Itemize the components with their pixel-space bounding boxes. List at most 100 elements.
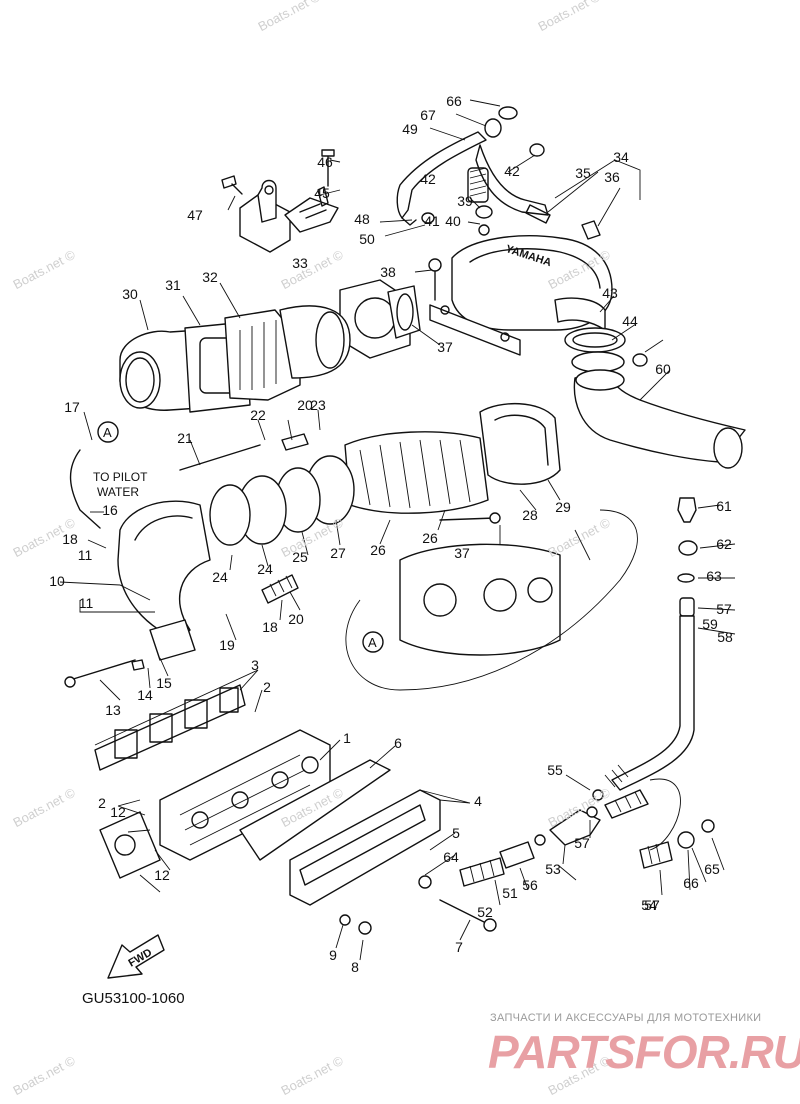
- part-callout-59: 59: [702, 616, 718, 632]
- part-callout-26: 26: [422, 530, 438, 546]
- part-callout-17: 17: [64, 399, 80, 415]
- upper-muffler: YAMAHA: [429, 235, 613, 356]
- part-callout-40: 40: [445, 213, 461, 229]
- top-hose-group: [396, 106, 601, 240]
- part-callout-61: 61: [716, 498, 732, 514]
- part-callout-20: 20: [297, 397, 313, 413]
- gasket-set-upper: [339, 279, 421, 359]
- part-callout-18: 18: [262, 619, 278, 635]
- part-callout-38: 38: [380, 264, 396, 280]
- part-callout-63: 63: [706, 568, 722, 584]
- part-callout-2: 2: [263, 679, 271, 695]
- part-callout-31: 31: [165, 277, 181, 293]
- part-callout-50: 50: [359, 231, 375, 247]
- part-callout-57: 57: [644, 897, 660, 913]
- part-callout-26: 26: [370, 542, 386, 558]
- part-callout-4: 4: [474, 793, 482, 809]
- part-callout-13: 13: [105, 702, 121, 718]
- part-callout-42: 42: [504, 163, 520, 179]
- part-callout-37: 37: [437, 339, 453, 355]
- part-callout-56: 56: [522, 877, 538, 893]
- part-callout-19: 19: [219, 637, 235, 653]
- exhaust-manifold: [94, 684, 441, 906]
- part-callout-46: 46: [317, 154, 333, 170]
- part-callout-45: 45: [314, 185, 330, 201]
- part-callout-34: 34: [613, 149, 629, 165]
- part-callout-42: 42: [420, 171, 436, 187]
- part-callout-20: 20: [288, 611, 304, 627]
- mount-bracket: [221, 149, 339, 253]
- part-callout-6: 6: [394, 735, 402, 751]
- connector-a-marker-2: [362, 631, 384, 653]
- part-callout-24: 24: [212, 569, 228, 585]
- part-callout-28: 28: [522, 507, 538, 523]
- part-callout-37: 37: [454, 545, 470, 561]
- connector-a-marker-1: [97, 421, 119, 443]
- part-callout-29: 29: [555, 499, 571, 515]
- part-callout-5: 5: [452, 825, 460, 841]
- leader-lines: [59, 99, 736, 961]
- part-callout-44: 44: [622, 313, 638, 329]
- part-callout-11: 11: [79, 595, 94, 611]
- part-callout-23: 23: [310, 397, 326, 413]
- part-callout-57: 57: [574, 835, 590, 851]
- part-callout-12: 12: [154, 867, 170, 883]
- connector-a-label-1: A: [103, 425, 112, 440]
- connector-markers: A A: [97, 421, 384, 653]
- part-callout-14: 14: [137, 687, 153, 703]
- part-callout-58: 58: [717, 629, 733, 645]
- callout-labels: 1223456789101111121213141516171818192020…: [49, 93, 733, 975]
- pilot-water-note: TO PILOT WATER: [93, 470, 147, 500]
- forward-arrow: FWD: [107, 934, 165, 979]
- part-callout-53: 53: [545, 861, 561, 877]
- part-callout-55: 55: [547, 762, 563, 778]
- part-callout-64: 64: [443, 849, 459, 865]
- part-callout-51: 51: [502, 885, 518, 901]
- pilot-water-line1: TO PILOT: [93, 470, 148, 484]
- part-callout-9: 9: [329, 947, 337, 963]
- part-callout-1: 1: [343, 730, 351, 746]
- part-callout-21: 21: [177, 430, 193, 446]
- brand-logo: PARTSFOR.RU: [488, 1026, 800, 1078]
- pilot-water-line2: WATER: [97, 485, 139, 499]
- part-callout-30: 30: [122, 286, 138, 302]
- exhaust-chamber-middle: [69, 403, 561, 661]
- part-callout-39: 39: [457, 193, 473, 209]
- part-callout-60: 60: [655, 361, 671, 377]
- part-callout-41: 41: [424, 213, 440, 229]
- part-callout-66: 66: [446, 93, 462, 109]
- part-callout-54: 54: [641, 897, 657, 913]
- part-callout-7: 7: [455, 939, 463, 955]
- part-callout-36: 36: [604, 169, 620, 185]
- part-callout-48: 48: [354, 211, 370, 227]
- part-callout-11: 11: [78, 547, 93, 563]
- part-callout-18: 18: [62, 531, 78, 547]
- part-callout-3: 3: [251, 657, 259, 673]
- part-callout-2: 2: [98, 795, 106, 811]
- part-callout-43: 43: [602, 285, 618, 301]
- bolts: [64, 258, 501, 935]
- part-callout-25: 25: [292, 549, 308, 565]
- part-callout-49: 49: [402, 121, 418, 137]
- part-callout-24: 24: [257, 561, 273, 577]
- fwd-label: FWD: [126, 947, 154, 970]
- exhaust-chamber-upper: [119, 305, 351, 413]
- part-callout-10: 10: [49, 573, 65, 589]
- part-callout-16: 16: [102, 502, 118, 518]
- part-callout-32: 32: [202, 269, 218, 285]
- part-callout-66: 66: [683, 875, 699, 891]
- outlet-hose-group: [564, 327, 746, 469]
- part-callout-33: 33: [292, 255, 308, 271]
- part-callout-67: 67: [420, 107, 436, 123]
- engine-outline: [345, 509, 638, 691]
- part-callout-35: 35: [575, 165, 591, 181]
- part-callout-52: 52: [477, 904, 493, 920]
- part-callout-15: 15: [156, 675, 172, 691]
- part-callout-27: 27: [330, 545, 346, 561]
- part-callout-22: 22: [250, 407, 266, 423]
- diagram-code: GU53100-1060: [82, 990, 185, 1007]
- part-callout-62: 62: [716, 536, 732, 552]
- part-callout-8: 8: [351, 959, 359, 975]
- part-callout-57: 57: [716, 601, 732, 617]
